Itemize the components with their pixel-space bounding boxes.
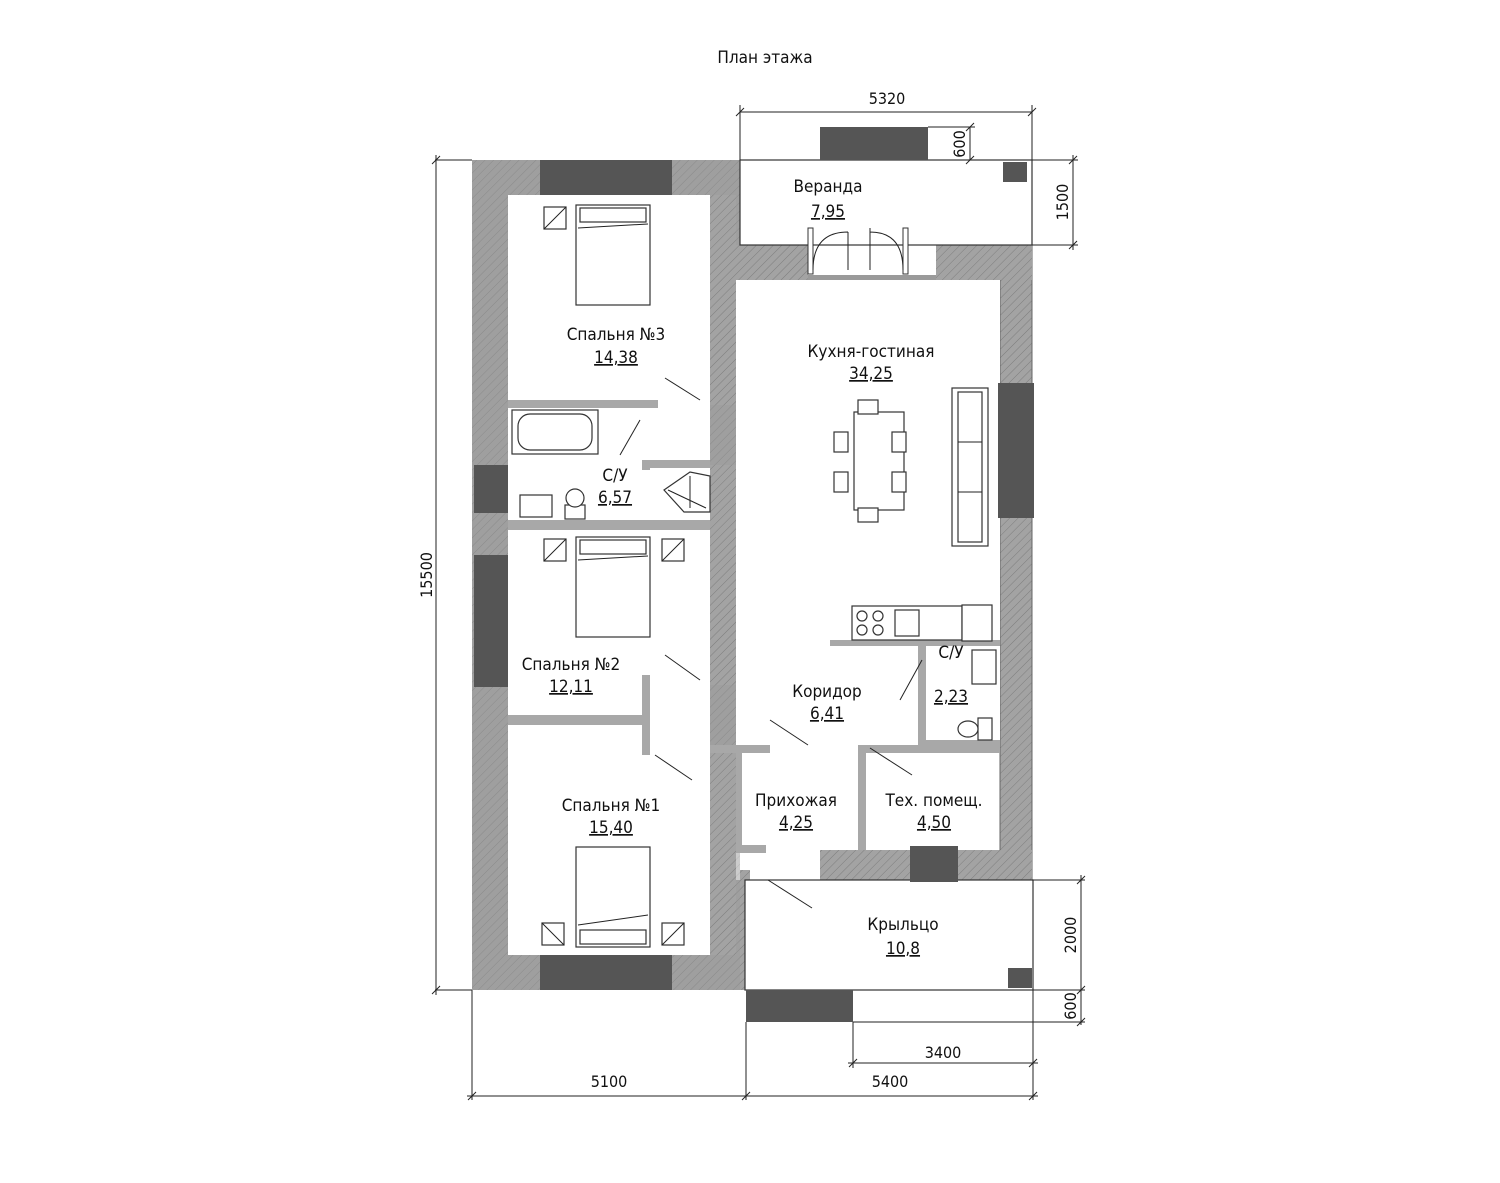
- bedroom3-area: 14,38: [594, 348, 638, 368]
- veranda-area: [739, 127, 1033, 246]
- window-bedroom3: [540, 160, 672, 195]
- dim-top-step: 600: [950, 130, 969, 157]
- dim-right-width: 5400: [872, 1072, 909, 1091]
- window-kitchen: [998, 383, 1034, 518]
- nightstand-icon: [661, 922, 685, 946]
- bed-icon: [575, 846, 651, 948]
- tech-name: Тех. помещ.: [884, 791, 982, 811]
- dim-porch-depth: 2000: [1061, 917, 1080, 954]
- shower-icon: [663, 471, 711, 513]
- kitchen-counter-icon: [851, 604, 993, 642]
- furniture: [511, 204, 997, 948]
- porch-area: [744, 879, 1034, 1022]
- nightstand-icon: [541, 922, 565, 946]
- hall-area: 4,25: [779, 813, 813, 833]
- bed-icon: [575, 536, 651, 638]
- porch-area: 10,8: [886, 939, 920, 959]
- interior-partitions: [508, 400, 1000, 853]
- toilet-icon: [957, 717, 993, 741]
- porch-step: [746, 990, 853, 1022]
- bedroom1-name: Спальня №1: [562, 796, 661, 816]
- kitchen-area: 34,25: [849, 364, 893, 384]
- bedroom1-area: 15,40: [589, 818, 633, 838]
- corridor-area: 6,41: [810, 704, 844, 724]
- nightstand-icon: [543, 206, 567, 230]
- nightstand-icon: [661, 538, 685, 562]
- nightstand-icon: [543, 538, 567, 562]
- window-bedroom2: [474, 555, 508, 687]
- window-bedroom1: [540, 955, 672, 990]
- bathtub-icon: [511, 409, 599, 455]
- sink-icon: [971, 649, 997, 685]
- veranda-name: Веранда: [794, 177, 863, 197]
- bath2-area: 2,23: [934, 687, 968, 707]
- bath2-name: С/У: [938, 643, 964, 663]
- bed-icon: [575, 204, 651, 306]
- bath1-area: 6,57: [598, 488, 632, 508]
- bedroom3-name: Спальня №3: [567, 325, 666, 345]
- plan-title: План этажа: [717, 48, 812, 68]
- corridor-name: Коридор: [792, 682, 862, 702]
- bath1-name: С/У: [602, 466, 628, 486]
- window-tech: [910, 846, 958, 882]
- room-labels: Веранда 7,95 Спальня №3 14,38 Кухня-гост…: [522, 177, 983, 959]
- hall-name: Прихожая: [755, 791, 837, 811]
- bedroom2-name: Спальня №2: [522, 655, 621, 675]
- dim-bottom-step: 600: [1061, 992, 1080, 1019]
- sink-icon: [519, 494, 553, 518]
- toilet-icon: [564, 488, 586, 520]
- dim-total-height: 15500: [417, 552, 436, 598]
- tech-area: 4,50: [917, 813, 951, 833]
- dim-top-width: 5320: [869, 89, 906, 108]
- veranda-area: 7,95: [811, 202, 845, 222]
- porch-name: Крыльцо: [867, 915, 938, 935]
- windows: [474, 160, 1034, 990]
- dim-veranda-depth: 1500: [1053, 184, 1072, 221]
- dim-porch-width: 3400: [925, 1043, 962, 1062]
- kitchen-name: Кухня-гостиная: [808, 342, 935, 362]
- bedroom2-area: 12,11: [549, 677, 593, 697]
- window-bath1: [474, 465, 508, 513]
- dimension-lines: 5320 600 1500 15500 2000 600: [417, 89, 1086, 1101]
- doors: [619, 227, 923, 909]
- sofa-icon: [951, 387, 989, 547]
- veranda-step: [820, 127, 928, 160]
- dining-table-icon: [833, 399, 907, 523]
- dim-left-width: 5100: [591, 1072, 628, 1091]
